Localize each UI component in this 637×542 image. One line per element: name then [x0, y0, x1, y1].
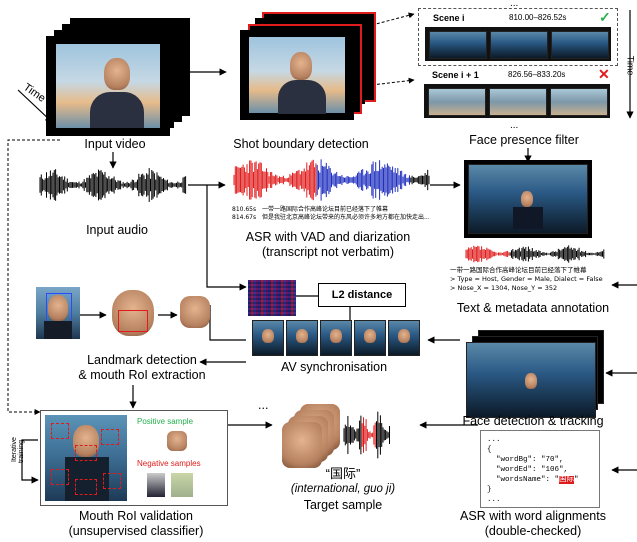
code-line-4: "wordEd": "106", — [487, 466, 569, 474]
asr-vad-label-1: ASR with VAD and diarization — [245, 230, 411, 244]
scenes-dots-bottom: ... — [510, 120, 519, 131]
shot-boundary-label: Shot boundary detection — [233, 137, 369, 151]
validation-box: Positive sample Negative samples — [40, 410, 228, 506]
word-alignment-json: ... { "wordBg": "70", "wordEd": "106", "… — [480, 430, 600, 508]
code-line-3: "wordBg": "70", — [487, 456, 564, 464]
arrow-shot-to-scene-i1 — [371, 77, 415, 86]
target-chinese: “国际” — [325, 466, 361, 481]
transcript-line2-time: 814.67s — [232, 214, 257, 221]
input-audio-label: Input audio — [86, 223, 148, 237]
code-line-5: "wordsName": "国际" — [487, 476, 579, 484]
annotation-line1: 一带一路国际合作高峰论坛目前已经落下了帷幕 — [450, 266, 587, 274]
scene-i1-filmstrip — [424, 84, 610, 118]
landmark-label-2: & mouth RoI extraction — [78, 368, 206, 382]
mouth-crop — [180, 296, 210, 328]
annotation-line2: > Type = Host, Gender = Male, Dialect = … — [450, 275, 603, 283]
scene-i1-box: Scene i + 1 826.56–833.20s ✕ — [418, 66, 616, 126]
annotation-frame — [464, 160, 592, 238]
asr-word-label-2: (double-checked) — [484, 524, 582, 538]
face-detection-label: Face detection & tracking — [462, 414, 604, 428]
word-highlight: 国际 — [559, 476, 575, 484]
face — [104, 58, 130, 90]
l2-distance-box: L2 distance — [318, 283, 406, 307]
negative-sample-2 — [171, 473, 193, 497]
negative-samples-label: Negative samples — [137, 459, 201, 468]
annotation-line3: > Nose_X = 1304, Nose_Y = 352 — [450, 284, 558, 292]
scene-i1-time: 826.56–833.20s — [508, 70, 566, 79]
video-frame — [46, 36, 170, 136]
text-meta-label: Text & metadata annotation — [456, 301, 610, 315]
arrow-audio-to-spectrogram — [206, 185, 247, 291]
code-line-2: { — [487, 446, 492, 454]
positive-sample-label: Positive sample — [137, 417, 194, 426]
line-mouth-to-av — [209, 305, 246, 341]
transcript-line1-time: 810.65s — [232, 206, 257, 213]
code-line-7: ... — [487, 496, 501, 504]
scenes-dots-top: ... — [510, 0, 519, 9]
transcript-line2-text: 但是我驻北京高峰论坛带来的东风必须许多地方都在加快走出... — [262, 214, 430, 221]
validation-frame — [45, 415, 127, 501]
landmark-label-1: Landmark detection — [87, 353, 197, 367]
face-presence-label: Face presence filter — [469, 133, 579, 147]
dashed-video-to-validation — [7, 139, 60, 415]
landmark-frame-2 — [110, 290, 156, 336]
scene-i-title: Scene i — [433, 13, 465, 23]
arrow-shot-to-scene-i — [371, 12, 415, 26]
check-icon: ✓ — [599, 9, 611, 25]
spectrogram — [248, 280, 296, 316]
code-line-1: ... — [487, 436, 501, 444]
scene-i1-title: Scene i + 1 — [432, 70, 479, 80]
landmark-frame-1 — [36, 287, 80, 339]
transcript-line1-text: 一带一路国际合作高峰论坛目前已经落下了帷幕 — [262, 206, 389, 213]
scene-i-filmstrip — [425, 27, 611, 61]
target-ellipsis: ... — [258, 398, 269, 412]
input-video-label: Input video — [84, 137, 146, 151]
target-translation: (international, guo ji) — [290, 483, 396, 495]
av-sync-label: AV synchronisation — [280, 360, 388, 374]
iterative-loop — [21, 439, 39, 484]
shot-frame — [240, 30, 354, 120]
target-sample-label: Target sample — [303, 498, 383, 512]
code-line-6: } — [487, 486, 492, 494]
asr-word-label-1: ASR with word alignments — [460, 509, 606, 523]
cross-icon: ✕ — [598, 66, 610, 82]
scene-i-time: 810.00–826.52s — [509, 13, 567, 22]
positive-sample-crop — [167, 431, 187, 451]
scene-i-box: Scene i 810.00–826.52s ✓ — [418, 8, 618, 66]
validation-label-2: (unsupervised classifier) — [68, 524, 204, 538]
negative-sample-1 — [147, 473, 165, 497]
asr-vad-label-2: (transcript not verbatim) — [262, 245, 394, 259]
validation-label-1: Mouth RoI validation — [79, 509, 193, 523]
